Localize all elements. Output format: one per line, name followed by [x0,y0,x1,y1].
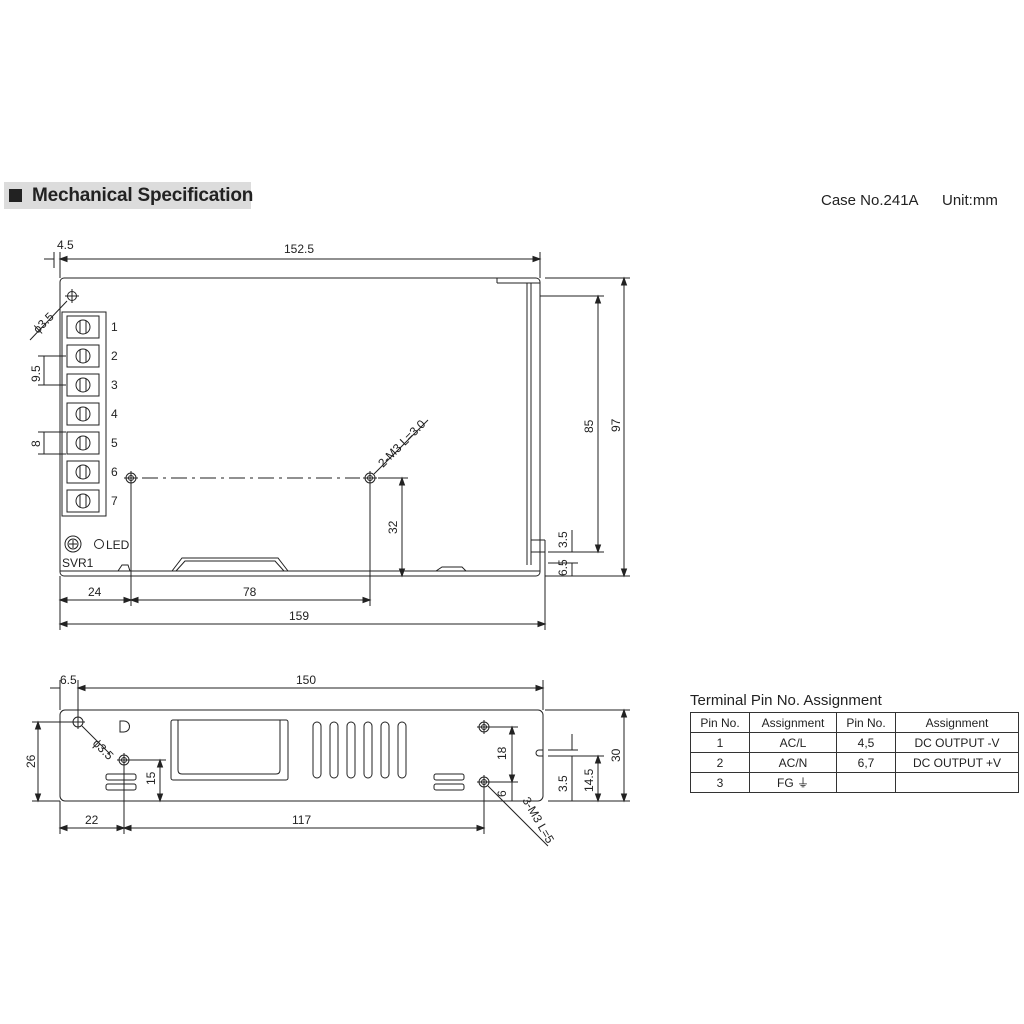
dim-85: 85 [582,419,596,433]
dim-terminal-width: 8 [29,440,43,447]
terminal-number: 2 [111,349,118,363]
case-number: Case No.241A [821,192,919,209]
side-view-dimensions [32,680,630,847]
side-dim-22: 22 [85,813,99,827]
dim-78: 78 [243,585,257,599]
table-cell: 3 [690,772,750,793]
top-view-dimensions [29,252,630,630]
svr-label: SVR1 [62,556,94,570]
side-view-outline [59,709,544,802]
terminal-number: 3 [111,378,118,392]
dim-159: 159 [289,609,309,623]
dim-32: 32 [386,520,400,534]
column-header: Pin No. [836,712,896,733]
dim-pitch: 9.5 [29,365,43,382]
pin-table-title: Terminal Pin No. Assignment [690,692,882,709]
dim-152-5: 152.5 [284,242,314,256]
table-header-row: Pin No. Assignment Pin No. Assignment [690,712,1019,733]
table-row: 1 AC/L 4,5 DC OUTPUT -V [690,732,1019,753]
side-dim-6-5: 6.5 [60,673,77,687]
side-dim-30: 30 [609,748,623,762]
column-header: Assignment [895,712,1019,733]
side-dim-screw: 3-M3 L=5 [519,795,557,846]
table-cell: 2 [690,752,750,773]
dim-97: 97 [609,418,623,432]
table-cell [895,772,1019,793]
unit-label: Unit:mm [942,192,998,209]
terminal-screws [66,315,100,513]
side-dim-18: 18 [495,746,509,760]
led-label: LED [106,538,130,552]
side-dim-6: 6 [495,790,509,797]
page-title: Mechanical Specification [32,185,254,206]
svr-potentiometer-icon [64,535,82,553]
side-dim-15: 15 [144,771,158,785]
side-dim-hole-dia: ϕ3.5 [90,736,117,763]
side-dim-150: 150 [296,673,316,687]
top-mount-holes-m3 [124,471,377,485]
table-cell: AC/L [749,732,837,753]
section-header-bar [4,182,251,209]
side-dim-117: 117 [292,813,311,827]
table-cell: 6,7 [836,752,896,773]
section-header-square-icon [9,189,22,202]
column-header: Assignment [749,712,837,733]
dim-hole-dia: ϕ3.5 [30,309,57,336]
table-cell: DC OUTPUT +V [895,752,1019,773]
terminal-number: 4 [111,407,118,421]
dim-3-5: 3.5 [556,531,570,548]
terminal-number: 7 [111,494,118,508]
dim-24: 24 [88,585,102,599]
side-dim-3-5: 3.5 [556,775,570,792]
dim-6-5: 6.5 [556,559,570,576]
terminal-number: 5 [111,436,118,450]
table-cell: DC OUTPUT -V [895,732,1019,753]
table-cell [836,772,896,793]
terminal-number: 1 [111,320,118,334]
side-dim-14-5: 14.5 [582,768,596,792]
table-cell: AC/N [749,752,837,773]
dim-4-5: 4.5 [57,238,74,252]
terminal-block [61,311,107,517]
top-mount-hole [65,289,79,303]
table-cell: 1 [690,732,750,753]
side-dim-26: 26 [24,754,38,768]
table-cell: FG ⏚ [749,772,837,793]
table-cell: 4,5 [836,732,896,753]
dim-mount-screw: 2-M3 L=3.0 [375,417,428,470]
led-indicator-icon [94,539,104,549]
table-row: 2 AC/N 6,7 DC OUTPUT +V [690,752,1019,773]
pin-assignment-table: Pin No. Assignment Pin No. Assignment 1 … [690,712,1019,793]
terminal-number: 6 [111,465,118,479]
table-row: 3 FG ⏚ [690,772,1019,793]
column-header: Pin No. [690,712,750,733]
top-view-outline [59,277,546,577]
